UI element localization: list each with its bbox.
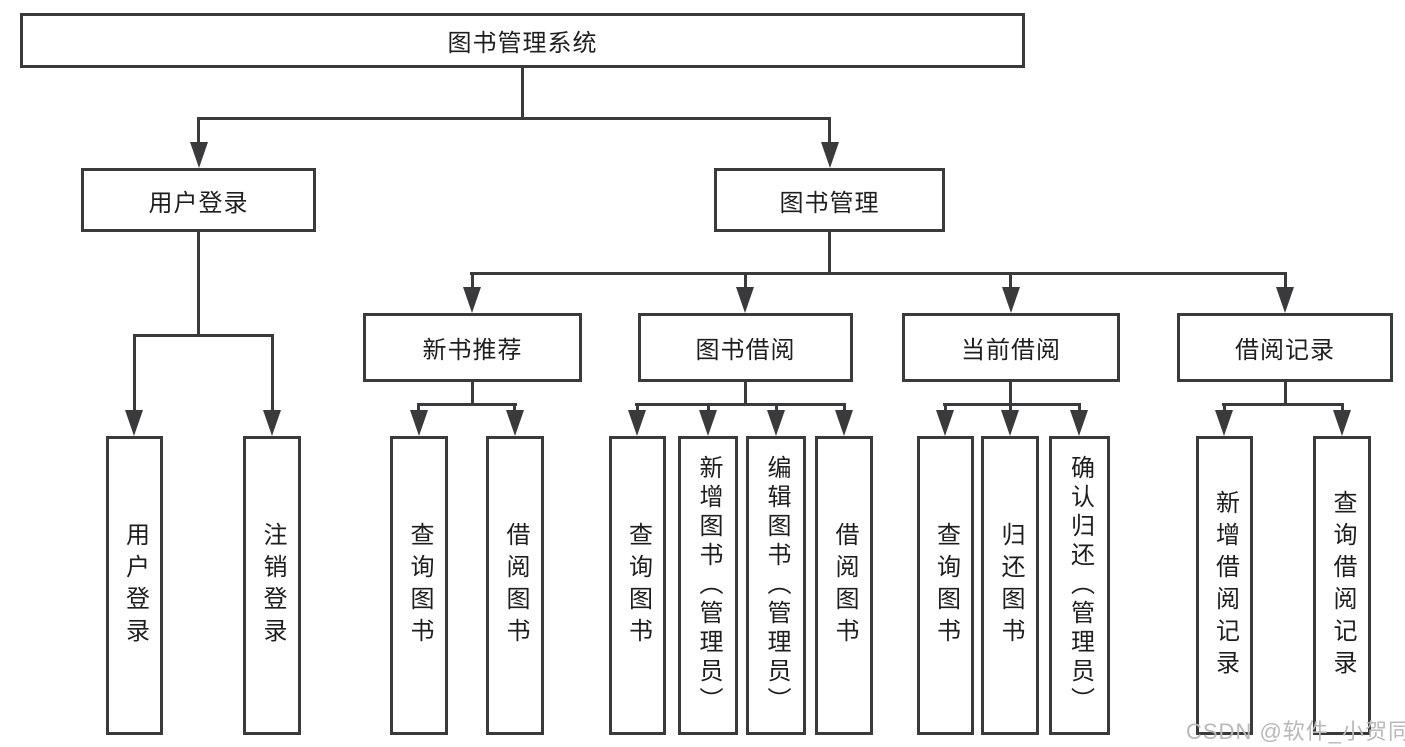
leaf-return-book: 归还图书 [981, 436, 1039, 735]
node-book-management: 图书管理 [714, 168, 945, 232]
connector-line [417, 403, 517, 406]
connector-line [828, 117, 831, 144]
connector-line [1284, 382, 1287, 406]
connector-line [1222, 403, 1344, 406]
connector-line [744, 272, 747, 289]
arrow-down-icon [936, 410, 954, 436]
node-root: 图书管理系统 [20, 13, 1025, 68]
connector-line [271, 334, 274, 412]
connector-line [417, 403, 420, 412]
leaf-query-books-current: 查询图书 [917, 436, 974, 735]
connector-line [513, 403, 516, 412]
leaf-query-borrow-record: 查询借阅记录 [1313, 436, 1371, 735]
connector-line [471, 272, 474, 289]
connector-line [944, 403, 947, 412]
connector-line [635, 403, 846, 406]
connector-line [636, 403, 639, 412]
arrow-down-icon [1070, 410, 1088, 436]
leaf-add-borrow-record: 新增借阅记录 [1196, 436, 1253, 735]
leaf-confirm-return-admin: 确认归还（管理员） [1049, 436, 1110, 735]
connector-line [197, 117, 200, 144]
arrow-down-icon [410, 410, 428, 436]
node-book-borrow: 图书借阅 [638, 313, 853, 382]
arrow-down-icon [821, 142, 839, 168]
leaf-logout: 注销登录 [243, 436, 301, 735]
arrow-down-icon [1002, 287, 1020, 313]
arrow-down-icon [263, 410, 281, 436]
node-current-borrow: 当前借阅 [902, 313, 1120, 382]
arrow-down-icon [190, 142, 208, 168]
leaf-add-book-admin: 新增图书（管理员） [678, 436, 738, 735]
connector-line [470, 272, 1287, 275]
connector-line [843, 403, 846, 412]
arrow-down-icon [125, 410, 143, 436]
connector-line [197, 232, 200, 337]
connector-line [828, 232, 831, 275]
arrow-down-icon [835, 410, 853, 436]
connector-line [707, 403, 710, 412]
leaf-edit-book-admin: 编辑图书（管理员） [746, 436, 806, 735]
connector-line [133, 334, 136, 412]
leaf-user-login: 用户登录 [106, 436, 163, 735]
connector-line [197, 117, 831, 120]
leaf-borrow-books-recommend: 借阅图书 [486, 436, 544, 735]
arrow-down-icon [1215, 410, 1233, 436]
arrow-down-icon [1001, 410, 1019, 436]
connector-line [744, 382, 747, 406]
connector-line [1009, 272, 1012, 289]
connector-line [133, 334, 274, 337]
arrow-down-icon [1333, 410, 1351, 436]
node-user-login: 用户登录 [81, 168, 316, 232]
arrow-down-icon [1276, 287, 1294, 313]
node-borrow-records: 借阅记录 [1177, 313, 1393, 382]
arrow-down-icon [736, 287, 754, 313]
arrow-down-icon [628, 410, 646, 436]
arrow-down-icon [463, 287, 481, 313]
connector-line [1341, 403, 1344, 412]
leaf-borrow-books: 借阅图书 [815, 436, 873, 735]
connector-line [775, 403, 778, 412]
watermark: CSDN @软件_小贺同学 [1186, 719, 1405, 744]
connector-line [1009, 382, 1012, 406]
node-new-book-recommend: 新书推荐 [363, 313, 582, 382]
connector-line [1078, 403, 1081, 412]
leaf-query-books-recommend: 查询图书 [390, 436, 448, 735]
leaf-query-books-borrow: 查询图书 [609, 436, 666, 735]
arrow-down-icon [767, 410, 785, 436]
connector-line [943, 403, 1081, 406]
arrow-down-icon [506, 410, 524, 436]
connector-line [1009, 403, 1012, 412]
arrow-down-icon [699, 410, 717, 436]
connector-line [521, 68, 524, 118]
connector-line [1284, 272, 1287, 289]
connector-line [471, 382, 474, 406]
connector-line [1223, 403, 1226, 412]
